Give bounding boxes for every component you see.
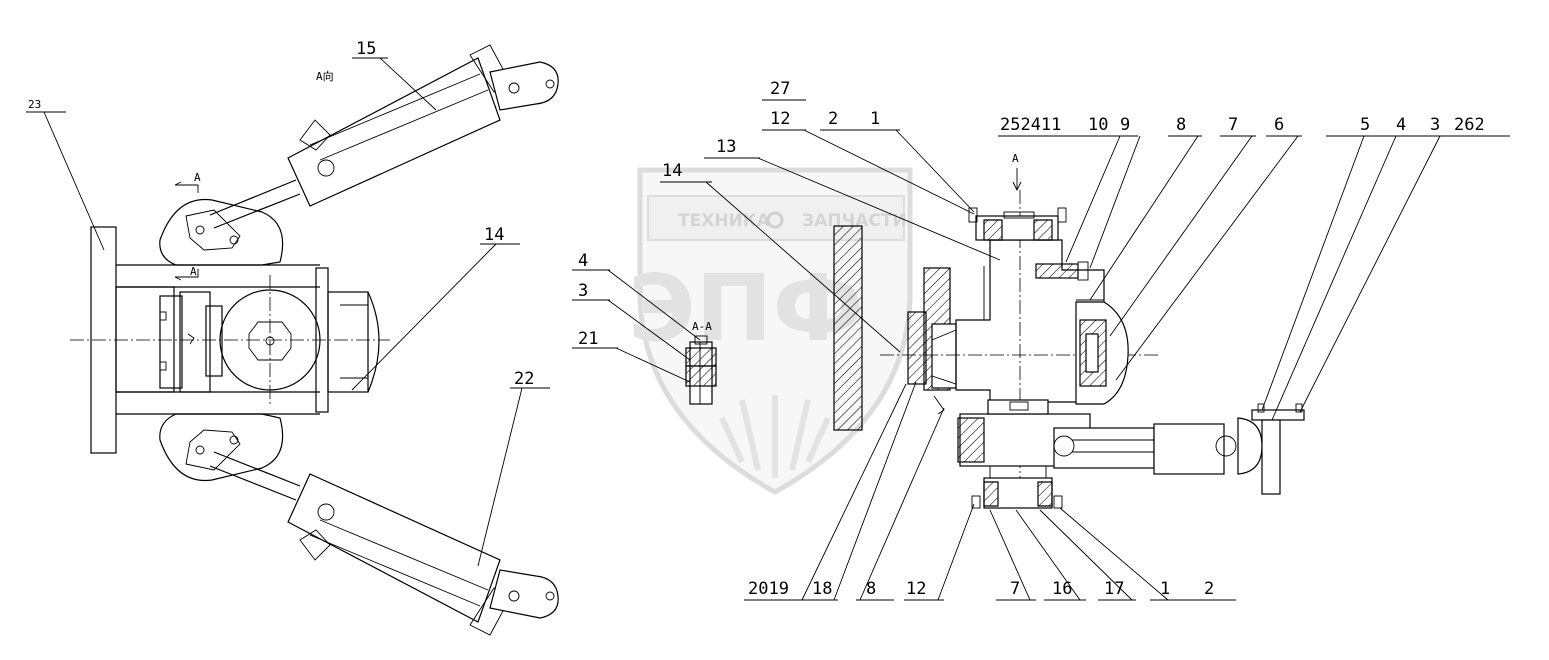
callout-section-4: 4 bbox=[578, 251, 588, 271]
callout-top-7: 7 bbox=[1228, 115, 1238, 135]
callout-bottom-7: 7 bbox=[1010, 579, 1020, 599]
callout-bottom-17: 17 bbox=[1104, 579, 1124, 599]
callout-top-8: 8 bbox=[1176, 115, 1186, 135]
callout-left-23: 23 bbox=[28, 98, 41, 111]
callout-left-22: 22 bbox=[514, 369, 534, 389]
watermark-wheat-icon bbox=[719, 395, 831, 478]
callout-section-3: 3 bbox=[578, 281, 588, 301]
callout-top-3: 3 bbox=[1430, 115, 1440, 135]
callout-top-10: 10 bbox=[1088, 115, 1108, 135]
watermark-gear-icon bbox=[766, 211, 784, 229]
callout-bottom-18: 18 bbox=[812, 579, 832, 599]
callout-top-262: 262 bbox=[1454, 115, 1485, 135]
callout-bottom-2: 2 bbox=[1204, 579, 1214, 599]
leader-lines bbox=[26, 57, 1510, 601]
callout-left-15: 15 bbox=[356, 39, 376, 59]
right-assembly: A bbox=[833, 152, 1305, 509]
callout-top-5: 5 bbox=[1360, 115, 1370, 135]
callout-left-14: 14 bbox=[484, 225, 504, 245]
section-mark-top: A bbox=[194, 171, 201, 184]
callout-bottom-2019: 2019 bbox=[748, 579, 789, 599]
callout-top-2: 2 bbox=[828, 109, 838, 129]
callout-top-9: 9 bbox=[1120, 115, 1130, 135]
callout-top-4: 4 bbox=[1396, 115, 1406, 135]
watermark-logo: ЭПФ bbox=[628, 255, 864, 362]
upper-hydraulic-cylinder bbox=[209, 44, 559, 229]
section-aa-title: A-A bbox=[692, 320, 712, 333]
callout-bottom-16: 16 bbox=[1052, 579, 1072, 599]
callout-top-14: 14 bbox=[662, 161, 682, 181]
callout-top-12: 12 bbox=[770, 109, 790, 129]
callout-top-1: 1 bbox=[870, 109, 880, 129]
lower-hydraulic-cylinder bbox=[209, 451, 559, 636]
callout-bottom-12: 12 bbox=[906, 579, 926, 599]
callout-top-13: 13 bbox=[716, 137, 736, 157]
watermark-brand-right: ЗАПЧАСТИ bbox=[802, 211, 907, 231]
callout-top-6: 6 bbox=[1274, 115, 1284, 135]
callout-top-27: 27 bbox=[770, 79, 790, 99]
callout-labels: 15 23 14 22 4 3 21 27 12 2 1 13 14 25241… bbox=[28, 39, 1485, 599]
watermark: ТЕХНИКА ЗАПЧАСТИ ЭПФ bbox=[628, 167, 913, 495]
callout-bottom-1: 1 bbox=[1160, 579, 1170, 599]
left-assembly: A A A向 bbox=[70, 44, 559, 636]
view-arrow-label: A bbox=[1012, 152, 1019, 165]
callout-section-21: 21 bbox=[578, 329, 598, 349]
section-aa: A-A bbox=[685, 320, 717, 405]
view-label-top: A向 bbox=[316, 69, 334, 83]
watermark-brand-left: ТЕХНИКА bbox=[678, 211, 771, 231]
callout-top-252411: 252411 bbox=[1000, 115, 1061, 135]
section-mark-bottom: A bbox=[190, 265, 197, 278]
callout-bottom-8: 8 bbox=[866, 579, 876, 599]
